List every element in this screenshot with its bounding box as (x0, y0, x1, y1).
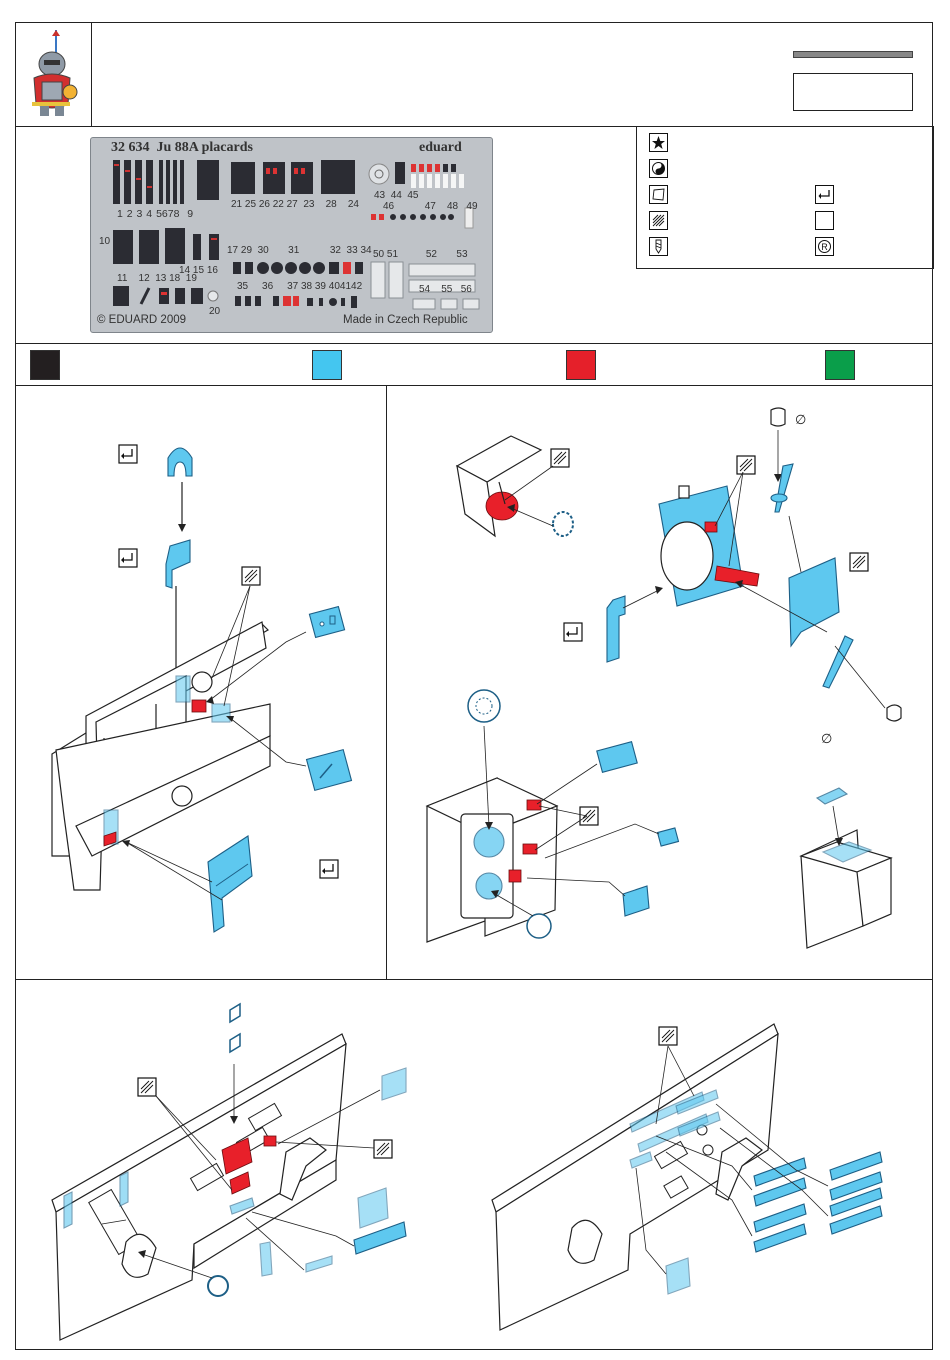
fret-numbers-54-56: 54 55 56 (419, 284, 472, 295)
sheet-icon (649, 185, 668, 204)
fret-made-in: Made in Czech Republic (343, 314, 468, 326)
header-empty-box (793, 73, 913, 111)
fret-placards-29-34 (233, 262, 363, 274)
color-swatch-blue (312, 350, 342, 380)
bend-icon (118, 444, 138, 464)
step1-illustration (51, 444, 353, 933)
fret-numbers-50-53: 50 51 52 53 (373, 249, 468, 260)
fret-num-10: 10 (99, 236, 111, 247)
fret-numbers-row3b: 46 47 48 49 (383, 201, 478, 212)
hatched-icon (373, 1139, 393, 1159)
fret-numbers-17-34: 17 29 30 31 32 33 34 (227, 245, 372, 256)
bend-icon (319, 859, 339, 879)
knight-logo (32, 30, 78, 116)
star-icon (649, 133, 668, 152)
color-band (15, 343, 933, 386)
legend-box (636, 126, 934, 269)
diameter-label: ∅ (795, 413, 806, 428)
color-swatch-black (30, 350, 60, 380)
photo-etch-fret: 32 634 Ju 88A placards eduard © EDUARD 2… (90, 137, 493, 333)
placard-strip (753, 1151, 883, 1253)
fret-placards-43-49 (368, 162, 474, 229)
fret-numbers-row1: 1 2 3 4 5678 9 (117, 208, 194, 220)
fret-placards-50-53 (370, 261, 476, 299)
svg-text:R: R (821, 242, 828, 252)
fret-numbers-14-16: 14 15 16 (179, 265, 218, 276)
step-panel-3 (15, 979, 933, 1350)
fret-numbers-35-42: 35 36 37 38 39 404142 (237, 281, 363, 292)
color-swatch-red (566, 350, 596, 380)
diameter-label: ∅ (821, 732, 832, 747)
r-circle-icon: R (815, 237, 834, 256)
fret-strips-1-9 (113, 160, 219, 204)
hatched-icon (658, 1026, 678, 1046)
fret-brand: eduard (419, 140, 462, 155)
hatched-icon (849, 552, 869, 572)
drill-icon (649, 237, 668, 256)
hatched-icon (649, 211, 668, 230)
fret-copyright: © EDUARD 2009 (97, 314, 187, 326)
hatched-icon (550, 448, 570, 468)
fret-numbers-11-19: 11 12 13 18 19 (117, 273, 197, 284)
hatched-icon (736, 455, 756, 475)
color-swatch-green (825, 350, 855, 380)
fret-numbers-row2: 21 25 26 22 27 23 28 24 (231, 199, 359, 210)
blank-icon (815, 211, 834, 230)
step3-illustration (51, 1002, 883, 1341)
hatched-icon (241, 566, 261, 586)
fret-num-20: 20 (209, 306, 221, 317)
bend-icon (118, 548, 138, 568)
yin-yang-icon (649, 159, 668, 178)
fret-placards-10-16 (113, 228, 219, 264)
hatched-icon (137, 1077, 157, 1097)
header-grey-bar (793, 51, 913, 58)
fret-placards-54-56 (412, 298, 480, 310)
hatched-icon (579, 806, 599, 826)
fret-placards-35-42 (235, 296, 357, 308)
bend-icon (563, 622, 583, 642)
fret-numbers-row3: 43 44 45 (374, 190, 419, 201)
step2-illustration: ∅ ∅ (425, 407, 902, 949)
fret-placards-21-24 (231, 160, 355, 194)
bend-icon (815, 185, 834, 204)
fret-placards-11-20 (113, 286, 219, 306)
fret-title: 32 634 Ju 88A placards (111, 140, 253, 155)
